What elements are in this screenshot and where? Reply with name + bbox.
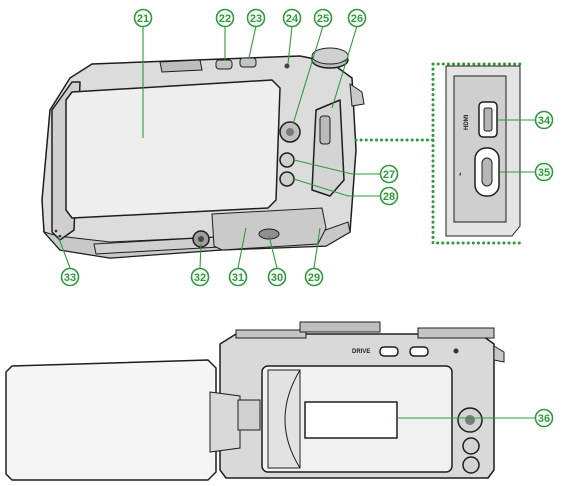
svg-text:26: 26 [351, 13, 363, 25]
callout-21: 21 [133, 8, 153, 28]
callout-34: 34 [534, 110, 554, 130]
svg-text:27: 27 [383, 169, 395, 181]
lcd-monitor [65, 79, 281, 219]
leader-lines [57, 25, 535, 419]
flipped-lcd [5, 359, 217, 481]
camera-rear-tilted [41, 47, 365, 259]
drive-label: DRIVE [352, 349, 370, 355]
side-door-26 [311, 99, 345, 197]
top-button-22 [215, 59, 233, 70]
svg-text:24: 24 [286, 13, 299, 25]
callout-32: 32 [190, 267, 210, 287]
svg-text:32: 32 [194, 272, 206, 284]
port-zoom-inset: HDMI ⌁ [431, 62, 524, 245]
callout-35: 35 [534, 162, 554, 182]
svg-text:31: 31 [232, 272, 244, 284]
callout-26: 26 [347, 8, 367, 28]
hdmi-label: HDMI [464, 114, 470, 130]
svg-text:34: 34 [538, 115, 551, 127]
indicator-lamp [284, 63, 290, 69]
svg-text:22: 22 [219, 13, 231, 25]
svg-text:28: 28 [383, 191, 395, 203]
play-button [409, 346, 429, 357]
svg-text:35: 35 [538, 167, 550, 179]
top-button-23 [239, 57, 257, 68]
monitor-back-36 [304, 401, 398, 439]
drive-button [379, 346, 399, 357]
svg-text:⌁: ⌁ [458, 172, 464, 176]
callout-24: 24 [282, 8, 302, 28]
svg-text:25: 25 [317, 13, 329, 25]
callout-25: 25 [313, 8, 333, 28]
callout-33: 33 [60, 267, 80, 287]
callout-36: 36 [534, 408, 554, 428]
camera-rear-open-monitor: DRIVE [5, 321, 505, 481]
callout-22: 22 [215, 8, 235, 28]
battery-latch-30 [258, 228, 280, 240]
button-27 [279, 152, 295, 168]
callout-30: 30 [267, 267, 287, 287]
callout-29: 29 [304, 267, 324, 287]
svg-text:21: 21 [137, 13, 149, 25]
button-28 [279, 171, 295, 187]
callout-bubbles: 21 22 23 24 25 26 27 28 29 30 31 32 33 3… [60, 8, 554, 428]
callout-28: 28 [379, 186, 399, 206]
svg-text:23: 23 [250, 13, 262, 25]
callout-23: 23 [246, 8, 266, 28]
svg-text:29: 29 [308, 272, 320, 284]
svg-text:33: 33 [64, 272, 76, 284]
svg-text:30: 30 [271, 272, 283, 284]
callout-31: 31 [228, 267, 248, 287]
callout-27: 27 [379, 164, 399, 184]
svg-text:36: 36 [538, 413, 550, 425]
